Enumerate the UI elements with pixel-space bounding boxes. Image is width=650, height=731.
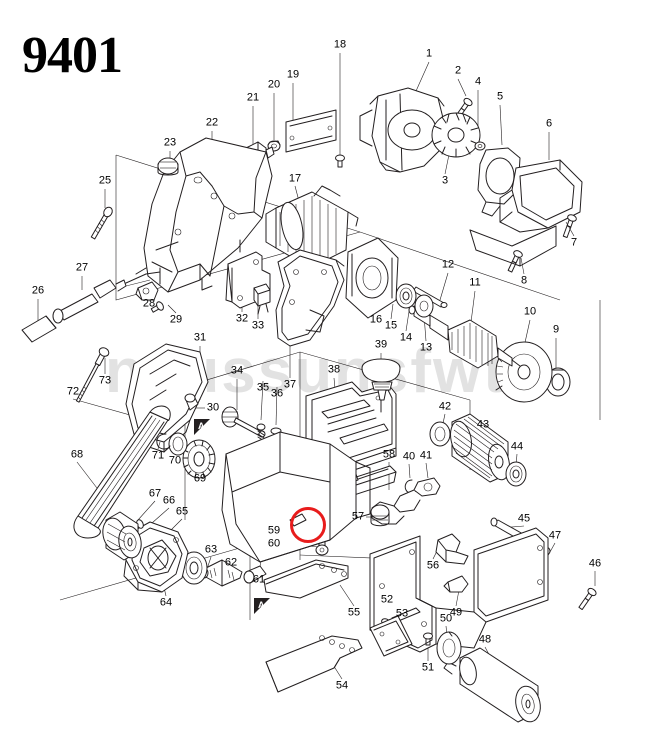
part-number-label-19: 19: [286, 68, 300, 81]
part-number-label-62: 62: [224, 556, 238, 569]
part-number-label-45: 45: [517, 512, 531, 525]
part-number-label-44: 44: [510, 440, 524, 453]
part-number-label-23: 23: [163, 136, 177, 149]
part-number-label-66: 66: [162, 494, 176, 507]
part-number-label-27: 27: [75, 261, 89, 274]
part-number-label-61: 61: [252, 573, 266, 586]
part-number-label-71: 71: [151, 449, 165, 462]
section-marker-a-1: A: [194, 419, 210, 435]
part-number-label-4: 4: [474, 75, 482, 88]
part-number-label-13: 13: [419, 341, 433, 354]
part-number-label-9: 9: [552, 323, 560, 336]
part-number-label-3: 3: [441, 174, 449, 187]
part-number-label-25: 25: [98, 174, 112, 187]
part-number-label-40: 40: [402, 450, 416, 463]
part-number-label-73: 73: [98, 374, 112, 387]
part-number-label-72: 72: [66, 385, 80, 398]
part-number-label-14: 14: [399, 331, 413, 344]
svg-text:A: A: [258, 600, 265, 610]
part-number-label-65: 65: [175, 505, 189, 518]
part-number-label-34: 34: [230, 364, 244, 377]
part-number-label-50: 50: [439, 612, 453, 625]
part-number-label-64: 64: [159, 596, 173, 609]
part-number-label-36: 36: [270, 387, 284, 400]
part-number-label-26: 26: [31, 284, 45, 297]
part-number-label-29: 29: [169, 313, 183, 326]
part-number-label-18: 18: [333, 38, 347, 51]
part-number-label-39: 39: [374, 338, 388, 351]
svg-text:A: A: [198, 421, 205, 431]
part-number-label-22: 22: [205, 116, 219, 129]
part-number-label-57: 57: [351, 510, 365, 523]
part-number-label-69: 69: [193, 472, 207, 485]
part-number-label-51: 51: [421, 661, 435, 674]
part-number-label-7: 7: [570, 236, 578, 249]
section-marker-a-2: A: [254, 598, 270, 614]
part-number-label-49: 49: [449, 606, 463, 619]
part-number-label-68: 68: [70, 448, 84, 461]
part-number-label-46: 46: [588, 557, 602, 570]
part-number-label-55: 55: [347, 606, 361, 619]
part-number-label-41: 41: [419, 449, 433, 462]
part-number-label-5: 5: [496, 90, 504, 103]
part-number-label-67: 67: [148, 487, 162, 500]
part-number-label-58: 58: [382, 448, 396, 461]
model-number-title: 9401: [22, 27, 123, 84]
part-number-label-37: 37: [283, 378, 297, 391]
part-number-label-54: 54: [335, 679, 349, 692]
part-number-label-70: 70: [168, 454, 182, 467]
part-number-label-42: 42: [438, 400, 452, 413]
part-number-label-33: 33: [251, 319, 265, 332]
part-number-label-11: 11: [469, 276, 481, 289]
part-number-label-21: 21: [246, 91, 260, 104]
part-number-label-10: 10: [523, 305, 537, 318]
part-number-label-53: 53: [395, 607, 409, 620]
part-number-label-47: 47: [548, 529, 562, 542]
part-number-label-12: 12: [441, 258, 455, 271]
part-number-label-38: 38: [327, 363, 341, 376]
part-number-label-6: 6: [545, 117, 553, 130]
part-number-label-52: 52: [380, 593, 394, 606]
part-number-label-35: 35: [256, 381, 270, 394]
part-number-label-2: 2: [454, 64, 462, 77]
part-number-label-43: 43: [476, 418, 490, 431]
part-number-label-17: 17: [288, 172, 302, 185]
part-number-label-16: 16: [369, 313, 383, 326]
part-number-label-63: 63: [204, 543, 218, 556]
part-number-label-60: 60: [267, 537, 281, 550]
part-number-label-1: 1: [425, 47, 433, 60]
part-number-label-59: 59: [267, 524, 281, 537]
part-number-label-48: 48: [478, 633, 492, 646]
part-number-label-20: 20: [267, 78, 281, 91]
part-number-label-15: 15: [384, 319, 398, 332]
part-number-label-30: 30: [206, 401, 220, 414]
part-number-label-32: 32: [235, 312, 249, 325]
part-number-label-31: 31: [193, 331, 207, 344]
part-number-label-56: 56: [426, 559, 440, 572]
part-number-label-28: 28: [142, 297, 156, 310]
part-number-label-8: 8: [520, 274, 528, 287]
